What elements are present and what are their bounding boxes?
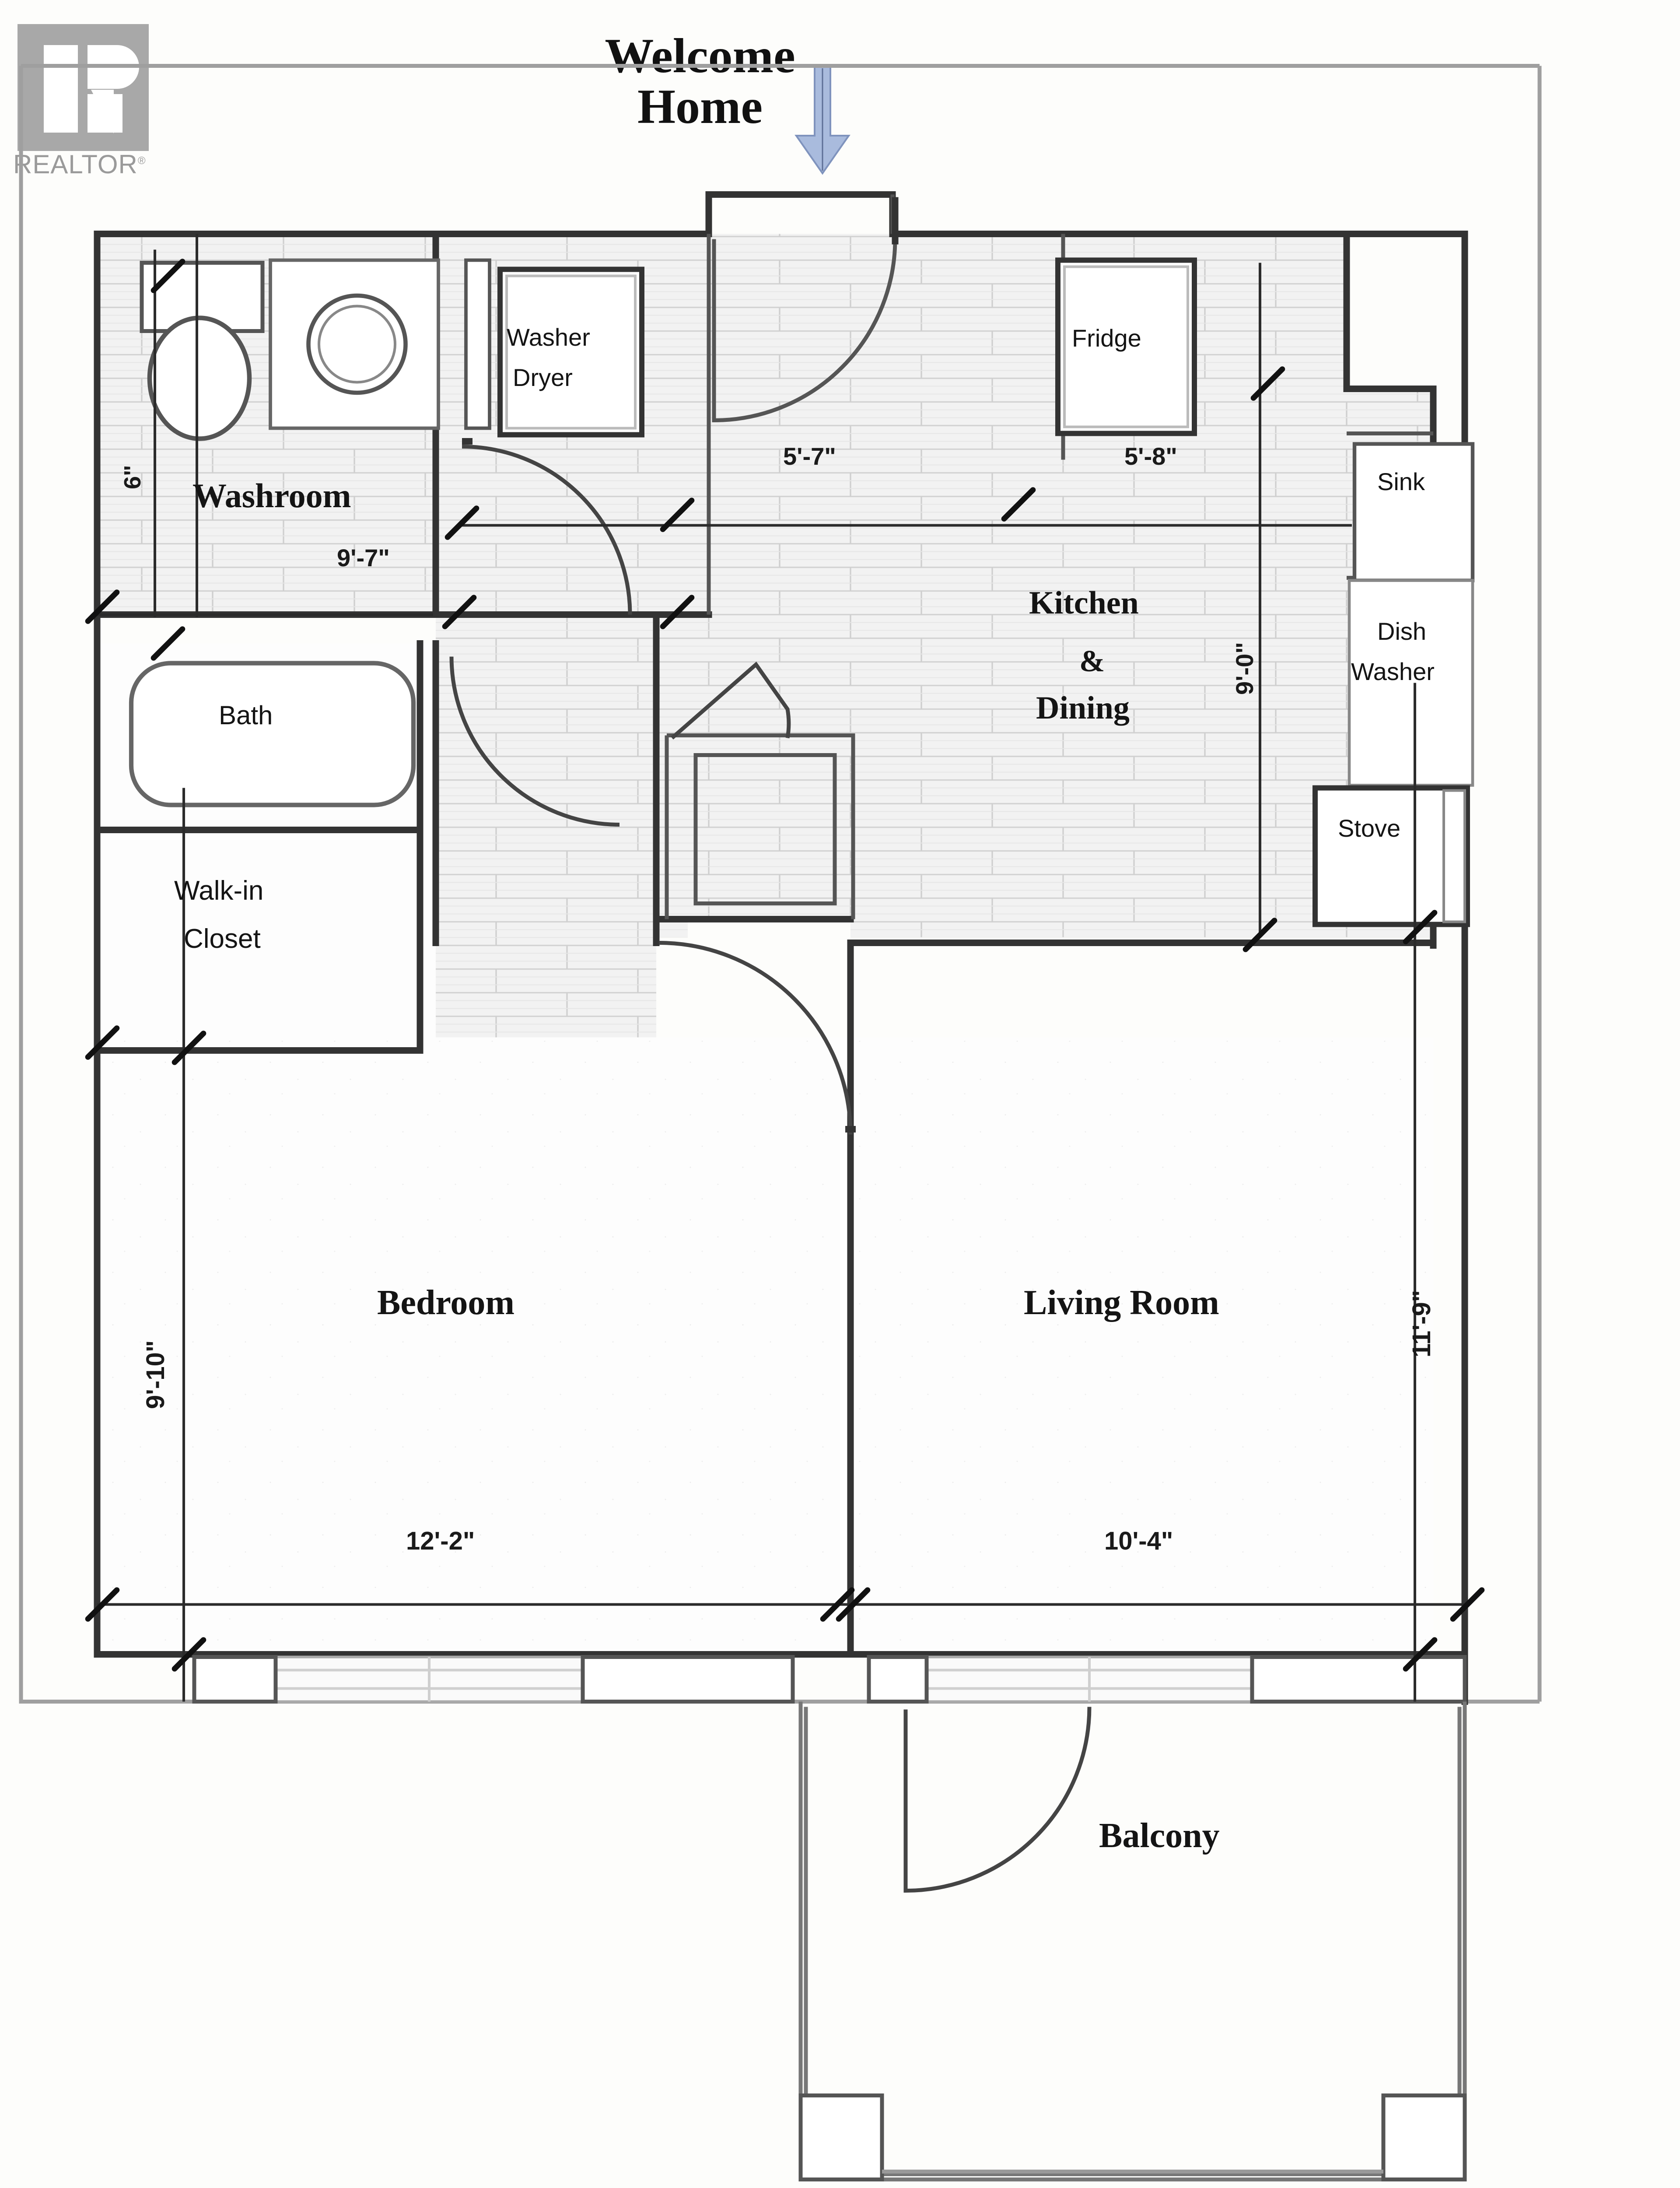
room-label-balcony: Balcony <box>1099 1816 1220 1855</box>
fixture-label-stove: Stove <box>1338 814 1401 842</box>
washer-dryer-fixture <box>464 258 644 438</box>
dimension-washroom-width: 9'-7" <box>337 544 390 572</box>
dimension-lines <box>97 234 1465 1702</box>
room-label-dining: Dining <box>1036 690 1130 726</box>
page-title: Welcome Home <box>534 31 866 133</box>
bath-fixture <box>129 661 416 807</box>
arrow-down-icon <box>794 66 850 175</box>
room-label-living-room: Living Room <box>1024 1283 1219 1322</box>
fixture-label-fridge: Fridge <box>1072 324 1141 352</box>
dimension-entry-width: 5'-7" <box>783 442 836 470</box>
fridge-fixture <box>1055 257 1197 436</box>
realtor-logo: REALTOR® <box>13 24 162 186</box>
room-label-walkin-closet-line1: Walk-in <box>174 876 264 906</box>
fixture-label-dryer: Dryer <box>513 364 573 391</box>
page-title-line2: Home <box>637 80 763 134</box>
dish-washer-fixture <box>1348 579 1474 787</box>
toilet-fixture <box>140 260 265 441</box>
room-label-walkin-closet-line2: Closet <box>184 924 261 954</box>
realtor-wordmark: REALTOR® <box>13 150 146 179</box>
dimension-fridge-run: 5'-8" <box>1124 442 1177 470</box>
dimension-kitchen-depth: 9'-0" <box>1231 642 1258 695</box>
room-label-kitchen: Kitchen <box>1029 585 1139 621</box>
fixture-label-bath: Bath <box>219 701 273 730</box>
sink-fixture <box>1352 442 1475 582</box>
dimension-living-room-depth: 11'-9" <box>1407 1290 1436 1357</box>
fixture-label-washer2: Washer <box>1351 658 1435 685</box>
page-title-line1: Welcome <box>605 29 795 83</box>
balcony-outline <box>798 1701 1467 2181</box>
room-label-washroom: Washroom <box>192 477 351 515</box>
windows <box>192 1655 1467 1704</box>
fixture-label-sink: Sink <box>1377 468 1425 495</box>
dimension-bedroom-width: 12'-2" <box>406 1527 475 1555</box>
dimension-bedroom-depth: 9'-10" <box>141 1340 170 1409</box>
living-floor <box>97 1037 1433 1655</box>
stove-fixture <box>1312 785 1470 927</box>
room-label-bedroom: Bedroom <box>377 1283 515 1322</box>
dimension-washroom-depth: 6" <box>119 465 146 489</box>
vanity-basin-fixture <box>269 258 440 430</box>
fixture-label-washer: Washer <box>507 323 590 351</box>
dimension-living-room-width: 10'-4" <box>1104 1527 1173 1555</box>
fixture-label-dish: Dish <box>1377 617 1427 645</box>
room-label-ampersand: & <box>1079 645 1105 678</box>
realtor-r-icon <box>18 24 149 151</box>
